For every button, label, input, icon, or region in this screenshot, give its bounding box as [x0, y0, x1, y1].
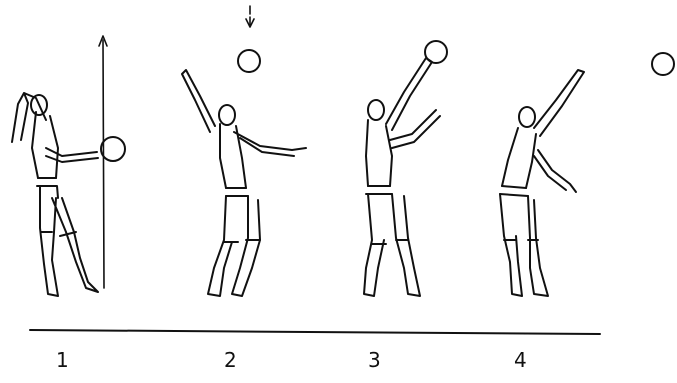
torso [32, 112, 58, 178]
figure-step-2 [182, 6, 306, 296]
torso [502, 128, 536, 188]
torso [366, 120, 392, 186]
free-arm [390, 110, 440, 148]
ball [238, 50, 260, 72]
free-arm [534, 150, 576, 192]
hitting-arm [12, 93, 46, 142]
legs [40, 186, 98, 296]
toss-arm [46, 148, 98, 162]
ball-toss-up-arrow [99, 36, 107, 288]
ball-drop-arrow [246, 6, 254, 27]
legs [500, 194, 548, 296]
hitting-arm [386, 58, 432, 130]
figure-step-4 [500, 53, 674, 296]
ball [101, 137, 125, 161]
ball [652, 53, 674, 75]
head [368, 100, 384, 120]
figure-step-3 [364, 41, 447, 296]
figure-step-1 [12, 36, 125, 296]
hitting-arm [534, 70, 584, 136]
ground-line [30, 330, 600, 334]
step-label-3: 3 [368, 350, 381, 370]
legs [208, 196, 260, 296]
head [219, 105, 235, 125]
step-label-4: 4 [514, 350, 527, 370]
torso [220, 124, 246, 188]
step-label-2: 2 [224, 350, 237, 370]
raised-arm [182, 70, 215, 132]
step-label-1: 1 [56, 350, 69, 370]
hitting-arm [234, 132, 306, 156]
head [519, 107, 535, 127]
